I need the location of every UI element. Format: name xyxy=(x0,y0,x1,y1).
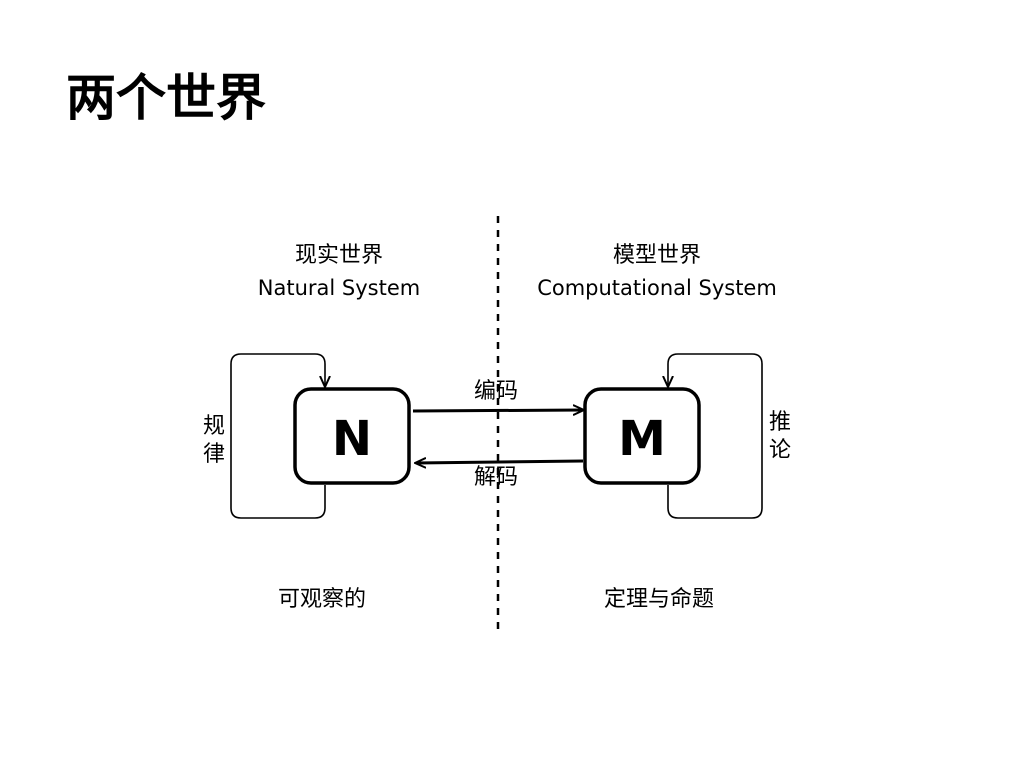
node-m-box xyxy=(583,387,701,485)
right-heading-en: Computational System xyxy=(537,276,777,300)
left-heading-cn: 现实世界 xyxy=(295,243,383,268)
left-loop-label-1: 规 xyxy=(203,414,225,439)
left-loop-label-2: 律 xyxy=(203,442,225,467)
node-n-box xyxy=(293,387,411,485)
node-m-label: M xyxy=(618,411,666,467)
left-footer: 可观察的 xyxy=(278,587,366,612)
decode-arrow xyxy=(416,461,584,463)
encode-label: 编码 xyxy=(474,379,518,404)
right-heading-cn: 模型世界 xyxy=(613,243,701,268)
encode-arrow xyxy=(412,410,583,411)
left-heading-en: Natural System xyxy=(258,276,420,300)
node-n-label: N xyxy=(332,411,372,467)
right-footer: 定理与命题 xyxy=(604,587,714,612)
right-loop-label-1: 推 xyxy=(769,410,791,435)
decode-label: 解码 xyxy=(474,465,518,490)
right-loop-arrow xyxy=(668,353,763,519)
right-loop-label-2: 论 xyxy=(769,438,791,463)
left-loop-arrow xyxy=(230,353,325,519)
page-title: 两个世界 xyxy=(66,68,266,127)
